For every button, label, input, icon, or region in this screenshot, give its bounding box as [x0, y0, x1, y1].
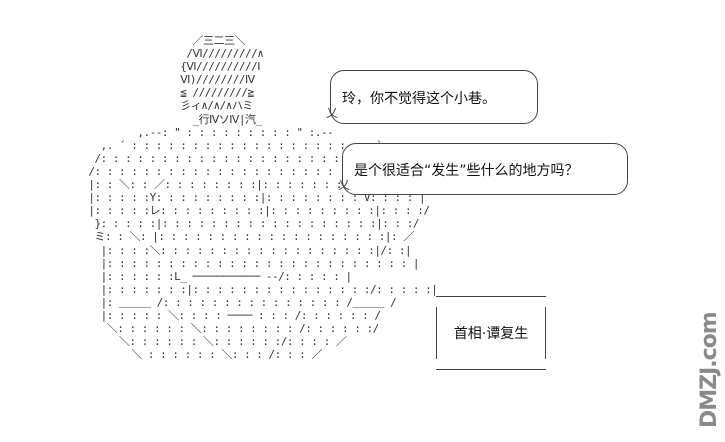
caption-text: 首相·谭复生: [453, 326, 529, 342]
speech-bubble-1: [330, 70, 538, 124]
ascii-line: _行ⅣソⅣ|汽_: [70, 112, 262, 126]
ascii-line: |: : : : : : : : : : : : : : : : : : : :…: [70, 256, 420, 270]
ascii-line: ≦ /////////≧: [70, 86, 254, 100]
ascii-line: {Ⅵ//////////Ⅰ: [70, 60, 260, 74]
ascii-line: ,.-‐: " : : : : : : : : : " :.-‐: [70, 125, 334, 139]
ascii-line: ＼: : : : : : ＼: : : : : : : : /: : : : :…: [70, 322, 380, 336]
ascii-line: ミ: : ＼: |: : : : : : : : : : : : : : : :…: [70, 230, 414, 244]
ascii-line: ,. ´ : : : : : : : : : : : : : : : : : :…: [70, 138, 402, 152]
ascii-line: 彡ィ∧/∧/∧ハミ: [70, 99, 253, 113]
ascii-line: |: : : : :レ: : : : : : : : :|: : : : : :…: [70, 204, 430, 218]
ascii-line: ＼ : : : : : : ＼: : : /: : : ／: [70, 348, 322, 362]
ascii-line: ／三二三＼: [70, 34, 245, 47]
ascii-line: |: : : :＼: : : : : : : : : : : : : : : :…: [70, 243, 412, 257]
ascii-line: |: ＿＿＿ /: : : : : : : : : : : : : : : /＿…: [70, 295, 397, 309]
ascii-line: /Ⅵ/////////∧: [70, 47, 264, 61]
speech-bubble-2: [342, 143, 628, 195]
ascii-line: |: : : : : :L_ ─────────── -‐/: : : : : …: [70, 269, 353, 283]
ascii-line: }: : : : :|: : : : : : : : : : : : : : :…: [70, 217, 419, 231]
speech-bubble-2-text: 是个很适合“发生”些什么的地方吗？: [354, 163, 579, 179]
ascii-line: |: : : : :Y: : : : : : : : :|: : : : : :…: [70, 191, 426, 205]
ascii-art-figure: ／三二三＼ /Ⅵ/////////∧ {Ⅵ//////////Ⅰ Ⅵ)/////…: [70, 34, 438, 362]
ascii-line: ＼: : : : : : ＼: : : : : :/: : : : ／: [70, 335, 347, 349]
speech-bubble-1-text: 玲，你不觉得这个小巷。: [342, 91, 496, 107]
ascii-line: Ⅵ)////////Ⅳ: [70, 73, 255, 87]
speech-bubble-2-tail: 乂: [338, 178, 351, 192]
speech-bubble-1-tail: 乂: [326, 106, 339, 120]
caption-box: 首相·谭复生: [436, 296, 546, 370]
watermark-logo: DMZJ.com: [697, 312, 722, 428]
ascii-line: |: : : : : : :|: : : : : : : : : : : : :…: [70, 282, 438, 296]
ascii-line: |: : : : : ＼: : : : ──── : : : /: : : : …: [70, 308, 381, 322]
